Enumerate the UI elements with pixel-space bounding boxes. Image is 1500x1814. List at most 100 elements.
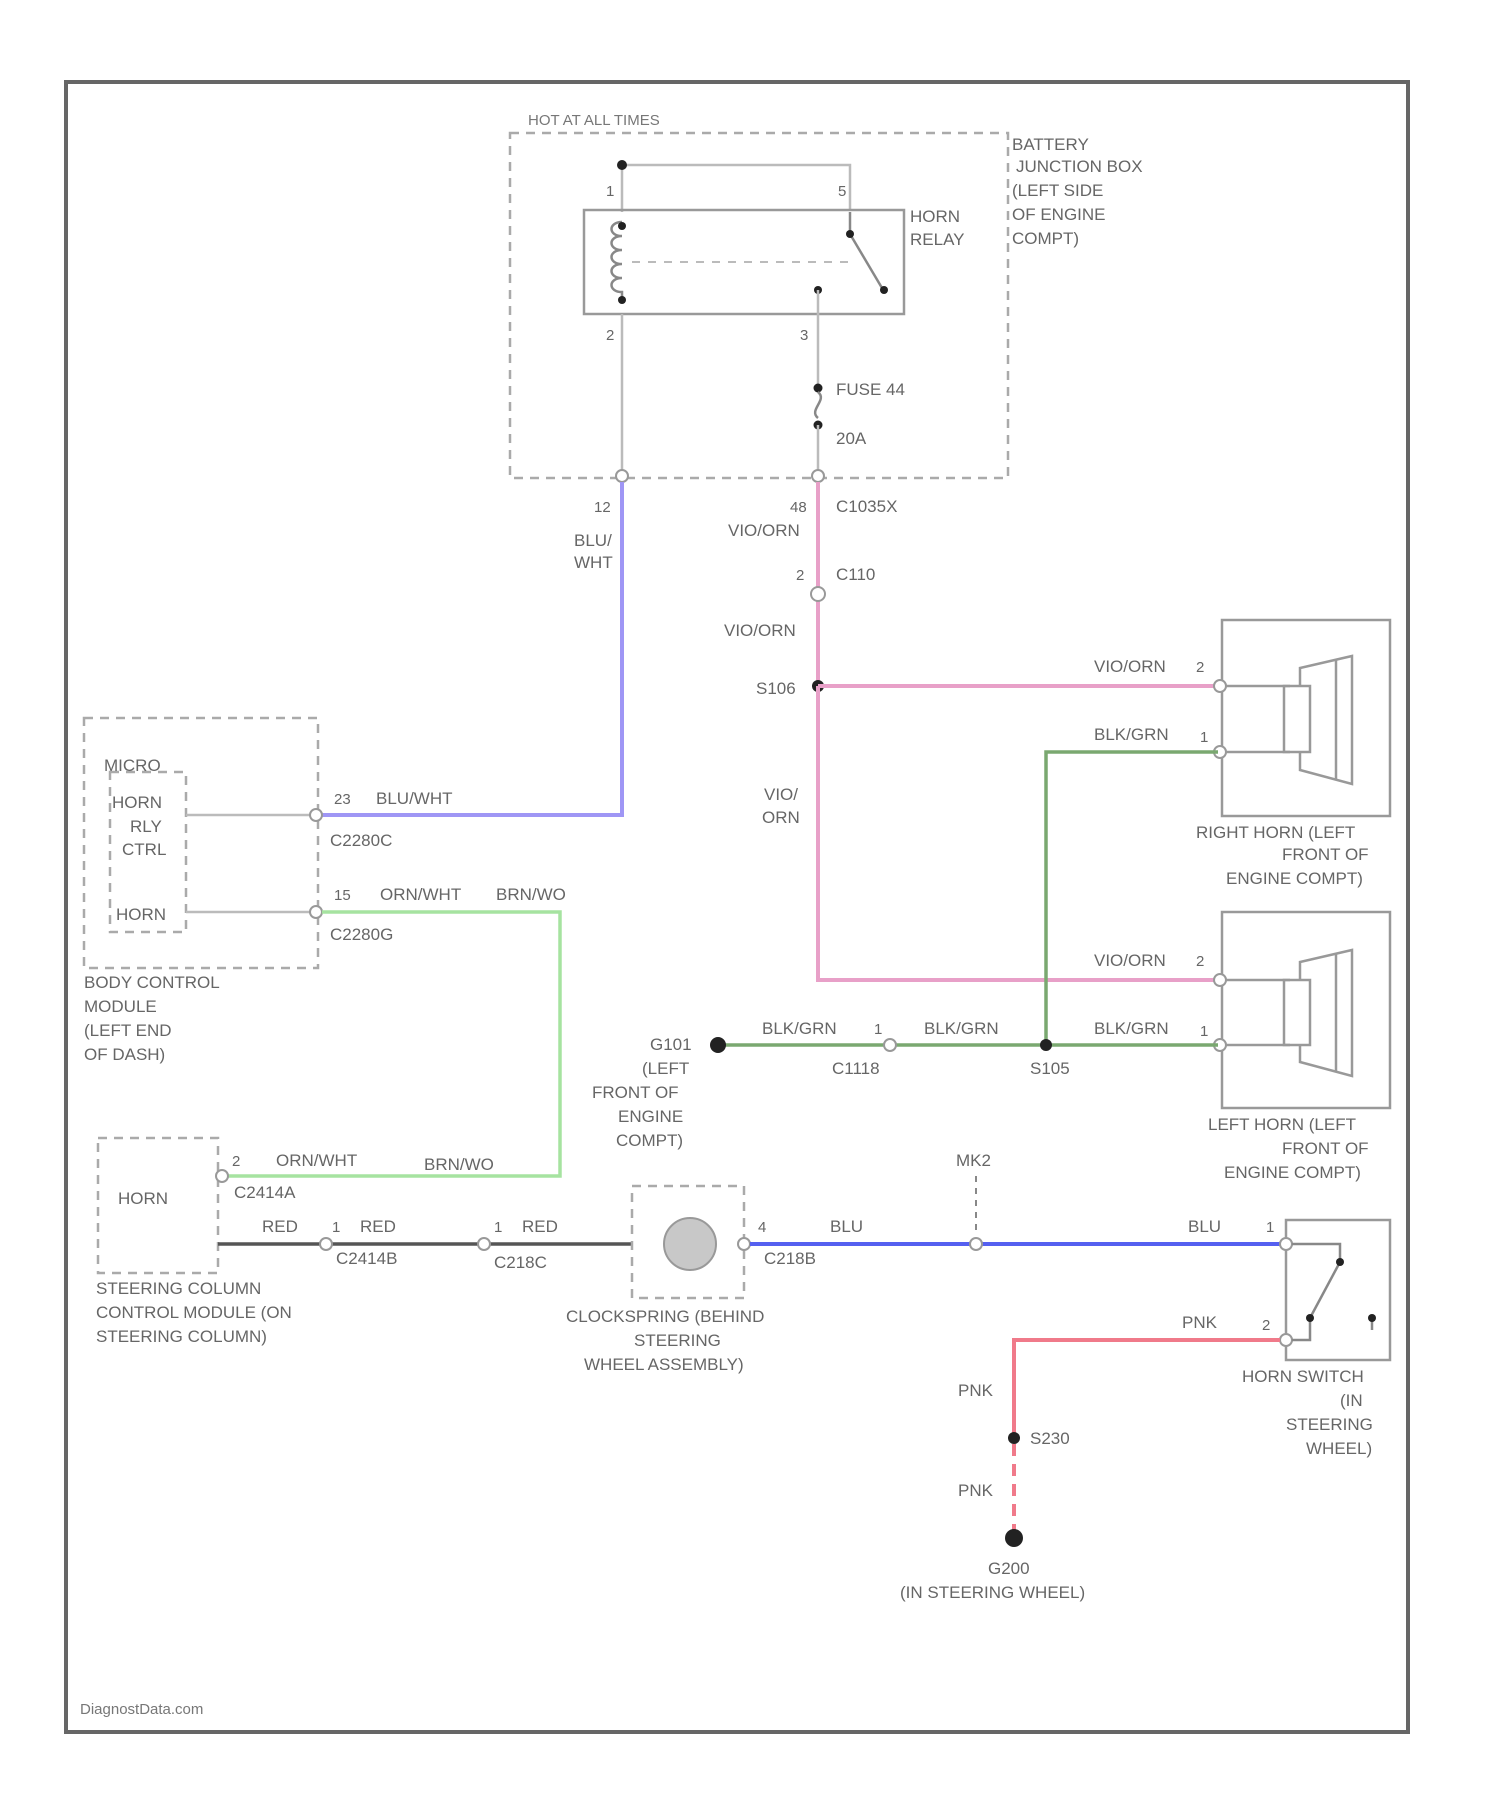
- red-label-3: RED: [522, 1217, 558, 1236]
- right-horn-pin-2: 2: [1196, 659, 1204, 676]
- c2280c-pin: 23: [334, 791, 351, 808]
- svg-text:ENGINE COMPT): ENGINE COMPT): [1224, 1163, 1361, 1182]
- svg-text:WHEEL): WHEEL): [1306, 1439, 1372, 1458]
- bcm-label: BODY CONTROL MODULE (LEFT END OF DASH): [84, 973, 220, 1064]
- right-horn-pin-1: 1: [1200, 729, 1208, 746]
- blu-label-2: BLU: [1188, 1217, 1221, 1236]
- blu-wht-label-v2: WHT: [574, 553, 613, 572]
- svg-text:FRONT OF: FRONT OF: [1282, 845, 1369, 864]
- c218c-connector: [478, 1238, 490, 1250]
- orn-wht-label-1: ORN/WHT: [380, 885, 461, 904]
- blu-label-1: BLU: [830, 1217, 863, 1236]
- svg-text:HORN SWITCH: HORN SWITCH: [1242, 1367, 1364, 1386]
- vio-orn-label-v1: VIO/: [764, 785, 798, 804]
- right-horn-speaker-icon: [1226, 656, 1352, 784]
- c2280c-label: C2280C: [330, 831, 392, 850]
- svg-text:(LEFT END: (LEFT END: [84, 1021, 172, 1040]
- hot-bus-splice: [617, 160, 627, 170]
- c1118-pin: 1: [874, 1021, 882, 1038]
- s230-splice: [1008, 1432, 1020, 1444]
- c218c-label: C218C: [494, 1253, 547, 1272]
- svg-text:STEERING COLUMN: STEERING COLUMN: [96, 1279, 261, 1298]
- pnk-wire: [1014, 1340, 1280, 1438]
- g101-ground: [710, 1037, 726, 1053]
- g101-label: G101 (LEFT FRONT OF ENGINE COMPT): [592, 1035, 692, 1150]
- svg-text:ENGINE: ENGINE: [618, 1107, 683, 1126]
- battery-junction-box-label: BATTERY JUNCTION BOX (LEFT SIDE OF ENGIN…: [1012, 135, 1143, 248]
- svg-text:FRONT OF: FRONT OF: [1282, 1139, 1369, 1158]
- svg-text:COMPT): COMPT): [616, 1131, 683, 1150]
- c2414b-label: C2414B: [336, 1249, 397, 1268]
- left-horn-speaker-icon: [1226, 950, 1352, 1076]
- blu-wht-bcm-label: BLU/WHT: [376, 789, 453, 808]
- svg-text:WHEEL ASSEMBLY): WHEEL ASSEMBLY): [584, 1355, 744, 1374]
- svg-text:LEFT HORN (LEFT: LEFT HORN (LEFT: [1208, 1115, 1356, 1134]
- svg-text:HORN: HORN: [112, 793, 162, 812]
- sccm-pin-2: 2: [232, 1153, 240, 1170]
- clockspring-label: CLOCKSPRING (BEHIND STEERING WHEEL ASSEM…: [566, 1307, 764, 1374]
- svg-text:CTRL: CTRL: [122, 840, 166, 859]
- c110-pin: 2: [796, 567, 804, 584]
- fuse-rating: 20A: [836, 429, 867, 448]
- diagram-frame: [66, 82, 1408, 1732]
- svg-text:BODY CONTROL: BODY CONTROL: [84, 973, 220, 992]
- orn-wht-label-2: ORN/WHT: [276, 1151, 357, 1170]
- svg-text:FRONT OF: FRONT OF: [592, 1083, 679, 1102]
- orn-wht-wire: [226, 912, 560, 1176]
- fuse-label: FUSE 44: [836, 380, 905, 399]
- svg-text:CONTROL MODULE (ON: CONTROL MODULE (ON: [96, 1303, 292, 1322]
- relay-pin-3: 3: [800, 327, 808, 344]
- s105-label: S105: [1030, 1059, 1070, 1078]
- svg-text:G101: G101: [650, 1035, 692, 1054]
- pnk-label-3: PNK: [958, 1481, 994, 1500]
- clockspring-pin-4: 4: [758, 1219, 766, 1236]
- clockspring-icon: [664, 1218, 716, 1270]
- sccm-horn-label: HORN: [118, 1189, 168, 1208]
- left-horn-vio-orn-label: VIO/ORN: [1094, 951, 1166, 970]
- s230-label: S230: [1030, 1429, 1070, 1448]
- svg-text:STEERING: STEERING: [1286, 1415, 1373, 1434]
- mk2-label: MK2: [956, 1151, 991, 1170]
- svg-text:OF DASH): OF DASH): [84, 1045, 165, 1064]
- c110-label: C110: [836, 565, 875, 584]
- brn-wo-label-2: BRN/WO: [424, 1155, 494, 1174]
- vio-orn-label-2: VIO/ORN: [724, 621, 796, 640]
- blk-grn-label-1: BLK/GRN: [762, 1019, 837, 1038]
- right-horn-vio-orn-label: VIO/ORN: [1094, 657, 1166, 676]
- svg-text:OF ENGINE: OF ENGINE: [1012, 205, 1106, 224]
- svg-text:(LEFT SIDE: (LEFT SIDE: [1012, 181, 1103, 200]
- left-horn-blk-grn-label: BLK/GRN: [1094, 1019, 1169, 1038]
- svg-text:CLOCKSPRING (BEHIND: CLOCKSPRING (BEHIND: [566, 1307, 764, 1326]
- c218c-pin: 1: [494, 1219, 502, 1236]
- svg-text:COMPT): COMPT): [1012, 229, 1079, 248]
- svg-text:JUNCTION BOX: JUNCTION BOX: [1016, 157, 1143, 176]
- right-horn-label: RIGHT HORN (LEFT FRONT OF ENGINE COMPT): [1196, 823, 1369, 888]
- relay-coil: [612, 222, 623, 300]
- g200-ground: [1005, 1529, 1023, 1547]
- c1118-connector: [884, 1039, 896, 1051]
- s106-label: S106: [756, 679, 796, 698]
- sccm-label: STEERING COLUMN CONTROL MODULE (ON STEER…: [96, 1279, 292, 1346]
- horn-switch-contact: [1292, 1244, 1372, 1340]
- blk-grn-label-2: BLK/GRN: [924, 1019, 999, 1038]
- svg-text:STEERING: STEERING: [634, 1331, 721, 1350]
- svg-text:HORN: HORN: [116, 905, 166, 924]
- left-horn: [1222, 912, 1390, 1108]
- g200-label: G200: [988, 1559, 1030, 1578]
- right-horn: [1222, 620, 1390, 816]
- c1035-pin: 48: [790, 499, 807, 516]
- svg-text:ENGINE COMPT): ENGINE COMPT): [1226, 869, 1363, 888]
- blu-wht-label-v1: BLU/: [574, 531, 612, 550]
- horn-relay-label-2: RELAY: [910, 230, 965, 249]
- vio-orn-label-1: VIO/ORN: [728, 521, 800, 540]
- horn-switch-label: HORN SWITCH (IN STEERING WHEEL): [1242, 1367, 1373, 1458]
- svg-text:(IN: (IN: [1340, 1391, 1363, 1410]
- red-label-1: RED: [262, 1217, 298, 1236]
- svg-text:BATTERY: BATTERY: [1012, 135, 1089, 154]
- fuse-terminal-top: [814, 384, 823, 393]
- relay-pin-2: 2: [606, 327, 614, 344]
- svg-text:MICRO: MICRO: [104, 756, 161, 775]
- right-horn-blk-grn-label: BLK/GRN: [1094, 725, 1169, 744]
- svg-text:MODULE: MODULE: [84, 997, 157, 1016]
- c2414b-pin: 1: [332, 1219, 340, 1236]
